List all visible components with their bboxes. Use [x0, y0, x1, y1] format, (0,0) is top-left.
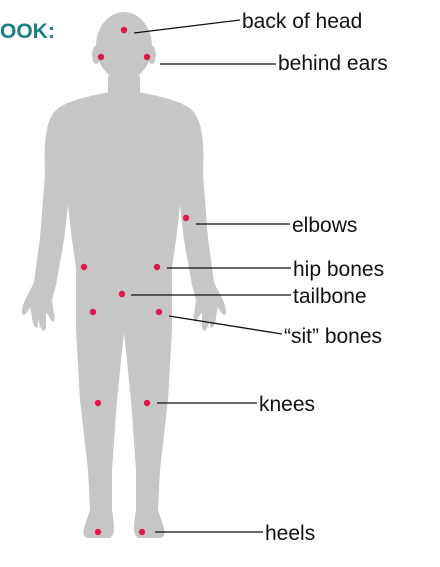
tailbone-dot: [119, 291, 125, 297]
knees-dot-2: [144, 400, 150, 406]
back-of-head-label: back of head: [242, 10, 362, 33]
knees-label: knees: [259, 393, 315, 416]
tailbone-label: tailbone: [293, 285, 367, 308]
human-body-silhouette: [22, 12, 226, 538]
back-of-head-leader-line: [134, 20, 240, 33]
sit-bones-label: “sit” bones: [284, 325, 382, 348]
hip-bones-label: hip bones: [293, 258, 384, 281]
knees-dot-1: [95, 400, 101, 406]
sit-bones-dot-1: [90, 309, 96, 315]
sit-bones-leader-line: [169, 316, 282, 334]
sit-bones-dot-2: [156, 309, 162, 315]
hip-bones-dot-1: [81, 264, 87, 270]
heels-dot-1: [95, 529, 101, 535]
behind-ears-dot-2: [144, 54, 150, 60]
back-of-head-dot: [121, 27, 127, 33]
section-header: OOK:: [0, 20, 55, 43]
behind-ears-dot-1: [98, 54, 104, 60]
pressure-labels: back of head behind ears elbows hip bones ta…: [242, 10, 388, 545]
behind-ears-label: behind ears: [278, 52, 388, 75]
hip-bones-dot-2: [154, 264, 160, 270]
elbows-dot: [183, 215, 189, 221]
heels-label: heels: [265, 522, 315, 545]
elbows-label: elbows: [292, 214, 357, 237]
heels-dot-2: [139, 529, 145, 535]
